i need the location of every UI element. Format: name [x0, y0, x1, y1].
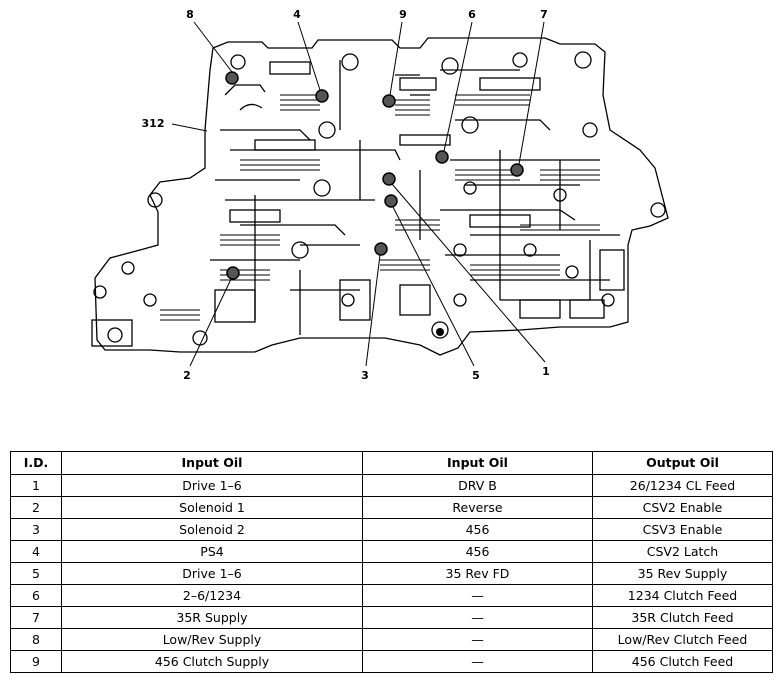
cell-input-oil-2: 456: [362, 540, 593, 563]
cell-input-oil-2: —: [362, 606, 593, 629]
check-ball-6: [435, 150, 449, 164]
callout-6: 6: [468, 8, 476, 21]
cell-id: 1: [10, 474, 62, 497]
callout-2: 2: [183, 369, 191, 382]
valve-body-diagram: 8 4 9 6 7 312 2 3 5 1: [91, 8, 669, 382]
cell-input-oil-2: DRV B: [362, 474, 593, 497]
cell-id: 6: [10, 584, 62, 607]
cell-id: 8: [10, 628, 62, 651]
table-row: 8 Low/Rev Supply — Low/Rev Clutch Feed: [10, 628, 773, 651]
header-id: I.D.: [10, 451, 62, 475]
cell-input-oil-1: 35R Supply: [61, 606, 363, 629]
table-row: 3 Solenoid 2 456 CSV3 Enable: [10, 518, 773, 541]
table-row: 4 PS4 456 CSV2 Latch: [10, 540, 773, 563]
callout-7: 7: [540, 8, 548, 21]
check-ball-7: [510, 163, 524, 177]
cell-input-oil-2: 35 Rev FD: [362, 562, 593, 585]
cell-output-oil: 35 Rev Supply: [592, 562, 773, 585]
cell-input-oil-1: Drive 1–6: [61, 474, 363, 497]
cell-input-oil-1: Solenoid 1: [61, 496, 363, 519]
callout-4: 4: [293, 8, 301, 21]
cell-output-oil: CSV3 Enable: [592, 518, 773, 541]
cell-input-oil-2: —: [362, 650, 593, 673]
cell-input-oil-1: Solenoid 2: [61, 518, 363, 541]
cell-id: 4: [10, 540, 62, 563]
cell-id: 7: [10, 606, 62, 629]
table-row: 6 2–6/1234 — 1234 Clutch Feed: [10, 584, 773, 607]
table-header-row: I.D. Input Oil Input Oil Output Oil: [10, 451, 773, 475]
table-row: 2 Solenoid 1 Reverse CSV2 Enable: [10, 496, 773, 519]
check-ball-1: [382, 172, 396, 186]
cell-input-oil-2: —: [362, 584, 593, 607]
table-row: 7 35R Supply — 35R Clutch Feed: [10, 606, 773, 629]
cell-input-oil-1: Drive 1–6: [61, 562, 363, 585]
cell-input-oil-1: 2–6/1234: [61, 584, 363, 607]
valve-body-outline: [94, 37, 669, 356]
callout-312: 312: [142, 117, 165, 130]
cell-output-oil: 26/1234 CL Feed: [592, 474, 773, 497]
header-output-oil: Output Oil: [592, 451, 773, 475]
cell-input-oil-2: 456: [362, 518, 593, 541]
cell-id: 5: [10, 562, 62, 585]
check-ball-table-container: I.D. Input Oil Input Oil Output Oil 1 Dr…: [10, 451, 773, 673]
check-ball-8: [225, 71, 239, 85]
cell-input-oil-2: Reverse: [362, 496, 593, 519]
table-row: 1 Drive 1–6 DRV B 26/1234 CL Feed: [10, 474, 773, 497]
cell-input-oil-2: —: [362, 628, 593, 651]
header-input-oil-1: Input Oil: [61, 451, 363, 475]
cell-input-oil-1: Low/Rev Supply: [61, 628, 363, 651]
cell-output-oil: 1234 Clutch Feed: [592, 584, 773, 607]
check-ball-5: [384, 194, 398, 208]
cell-output-oil: CSV2 Enable: [592, 496, 773, 519]
cell-output-oil: Low/Rev Clutch Feed: [592, 628, 773, 651]
check-ball-4: [315, 89, 329, 103]
check-ball-2: [226, 266, 240, 280]
cell-input-oil-1: 456 Clutch Supply: [61, 650, 363, 673]
cell-id: 9: [10, 650, 62, 673]
cell-input-oil-1: PS4: [61, 540, 363, 563]
callout-1: 1: [542, 365, 550, 378]
callout-9: 9: [399, 8, 407, 21]
check-ball-table: I.D. Input Oil Input Oil Output Oil 1 Dr…: [10, 451, 773, 673]
cell-output-oil: CSV2 Latch: [592, 540, 773, 563]
table-row: 5 Drive 1–6 35 Rev FD 35 Rev Supply: [10, 562, 773, 585]
check-ball-9: [382, 94, 396, 108]
cell-output-oil: 456 Clutch Feed: [592, 650, 773, 673]
check-ball-3: [374, 242, 388, 256]
header-input-oil-2: Input Oil: [362, 451, 593, 475]
callout-5: 5: [472, 369, 480, 382]
table-row: 9 456 Clutch Supply — 456 Clutch Feed: [10, 650, 773, 673]
cell-id: 3: [10, 518, 62, 541]
callout-8: 8: [186, 8, 194, 21]
cell-output-oil: 35R Clutch Feed: [592, 606, 773, 629]
callout-3: 3: [361, 369, 369, 382]
cell-id: 2: [10, 496, 62, 519]
